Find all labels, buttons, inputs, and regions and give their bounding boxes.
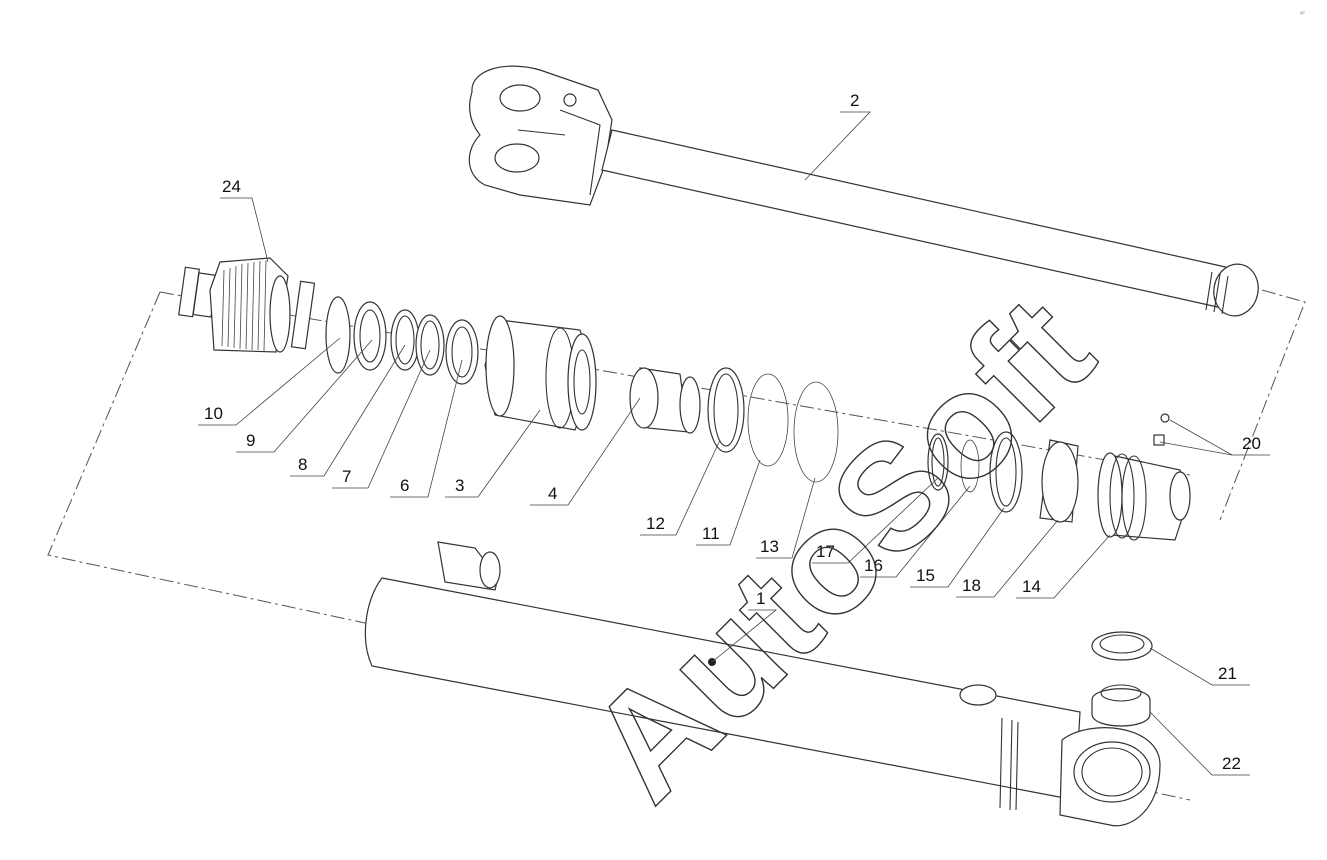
label-1: 1: [756, 589, 765, 608]
label-14: 14: [1022, 577, 1041, 596]
label-22: 22: [1222, 754, 1241, 773]
eye-bushings: [1091, 631, 1153, 727]
piston-rod-clevis: [468, 65, 1259, 317]
label-9: 9: [246, 431, 255, 450]
callout-labels: 2 24 10 9 8 7 6 3 4 12 11 13 17 16 15 18…: [204, 91, 1261, 773]
label-16: 16: [864, 556, 883, 575]
label-8: 8: [298, 455, 307, 474]
label-24: 24: [222, 177, 241, 196]
label-15: 15: [916, 566, 935, 585]
leader-lines: [198, 111, 1270, 776]
gland: [484, 315, 597, 431]
label-17: 17: [816, 542, 835, 561]
label-21: 21: [1218, 664, 1237, 683]
corner-mark: ᴬˢ: [1298, 9, 1307, 19]
label-10: 10: [204, 404, 223, 423]
label-6: 6: [400, 476, 409, 495]
grease-nipples: [1153, 413, 1170, 446]
label-3: 3: [455, 476, 464, 495]
rear-seals: [927, 431, 1079, 523]
label-12: 12: [646, 514, 665, 533]
piston-sleeve: [629, 367, 701, 434]
label-11: 11: [702, 524, 720, 543]
piston: [1097, 452, 1191, 541]
label-7: 7: [342, 467, 351, 486]
cylinder-barrel: [364, 541, 1161, 827]
label-2: 2: [850, 91, 859, 110]
piston-rings: [707, 367, 839, 483]
label-20: 20: [1242, 434, 1261, 453]
threaded-nut: [178, 257, 316, 353]
rod-seals: [325, 296, 479, 385]
label-13: 13: [760, 537, 779, 556]
label-18: 18: [962, 576, 981, 595]
label-4: 4: [548, 484, 557, 503]
